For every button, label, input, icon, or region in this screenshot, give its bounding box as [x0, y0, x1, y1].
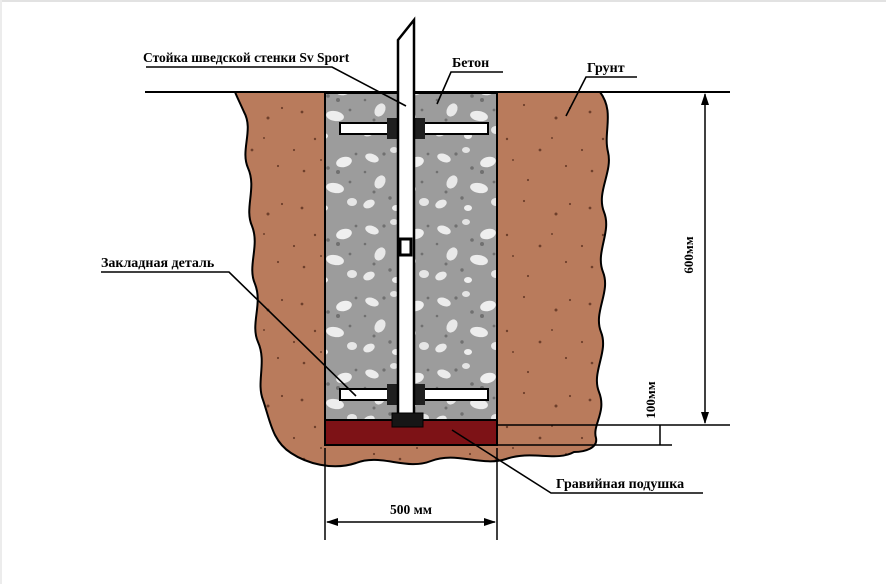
- depth-dimension: [701, 93, 709, 424]
- soil-leader-line: [565, 76, 637, 117]
- bottom-clamp-right: [414, 384, 425, 405]
- width-arrow-left: [326, 518, 338, 526]
- embedded-part-label: Закладная деталь: [101, 256, 215, 271]
- depth-dimension-label: 600мм: [681, 236, 696, 273]
- post-upright: [396, 16, 416, 427]
- width-arrow-right: [484, 518, 496, 526]
- soil-label: Грунт: [587, 61, 625, 76]
- concrete-label: Бетон: [452, 56, 489, 71]
- depth-arrow-top: [701, 93, 709, 105]
- post-slot: [398, 237, 413, 257]
- canvas-left-edge: [0, 0, 2, 584]
- post-leader-line: [146, 66, 407, 107]
- gravel-leader-line: [451, 429, 703, 494]
- post-label: Стойка шведской стенки Sv Sport: [143, 50, 350, 65]
- width-dimension: [324, 448, 498, 540]
- post-base-plate: [391, 412, 424, 428]
- top-clamp-left: [387, 118, 398, 139]
- gravel-pad-label: Гравийная подушка: [556, 477, 684, 492]
- width-dimension-label: 500 мм: [390, 502, 432, 517]
- depth-arrow-bottom: [701, 412, 709, 424]
- pad-thickness-label: 100мм: [643, 381, 658, 418]
- concrete-leader-line: [436, 71, 503, 105]
- bottom-clamp-left: [387, 384, 398, 405]
- top-clamp-right: [414, 118, 425, 139]
- canvas-top-edge: [0, 0, 886, 2]
- embedded-part-leader-line: [101, 271, 357, 397]
